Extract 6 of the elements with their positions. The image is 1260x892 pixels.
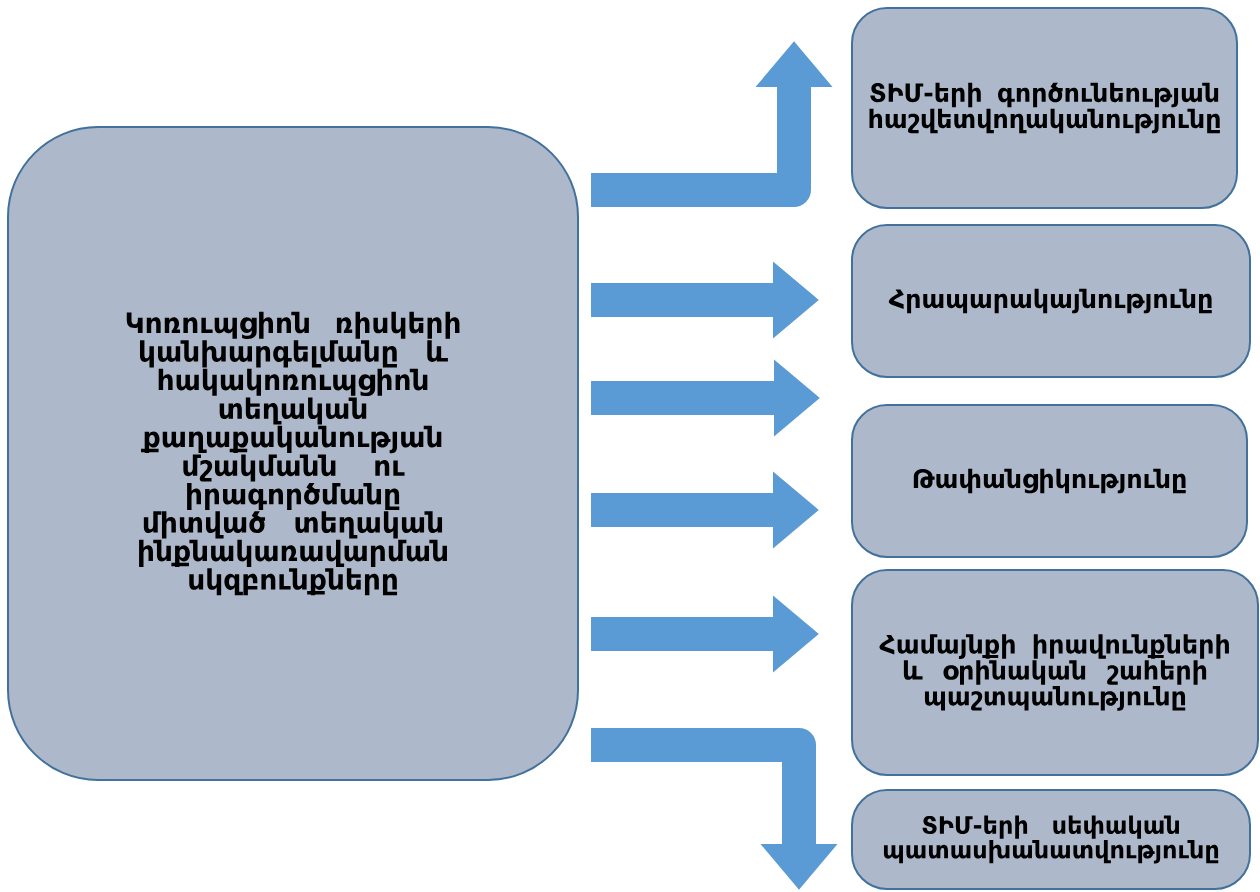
principle-box: Հրապարակայնությունը xyxy=(851,224,1251,378)
principle-box: ՏԻՄ-երի գործունեության հաշվետվողականությունը xyxy=(851,7,1238,209)
principle-box: Համայնքի իրավունքների և օրինական շահերի պաշտպանությունը xyxy=(851,569,1259,776)
principle-box: ՏԻՄ-երի սեփական պատասխանատվությունը xyxy=(851,789,1251,890)
principles-box: Կոռուպցիոն ռիսկերի կանխարգելմանը և հակակոռուպցիոն տեղական քաղաքականության մշակմանն ու իրագործմանը միտված տեղական ինքնակառավարման սկզբունքները xyxy=(7,126,579,781)
principle-box: Թափանցիկությունը xyxy=(851,404,1248,558)
